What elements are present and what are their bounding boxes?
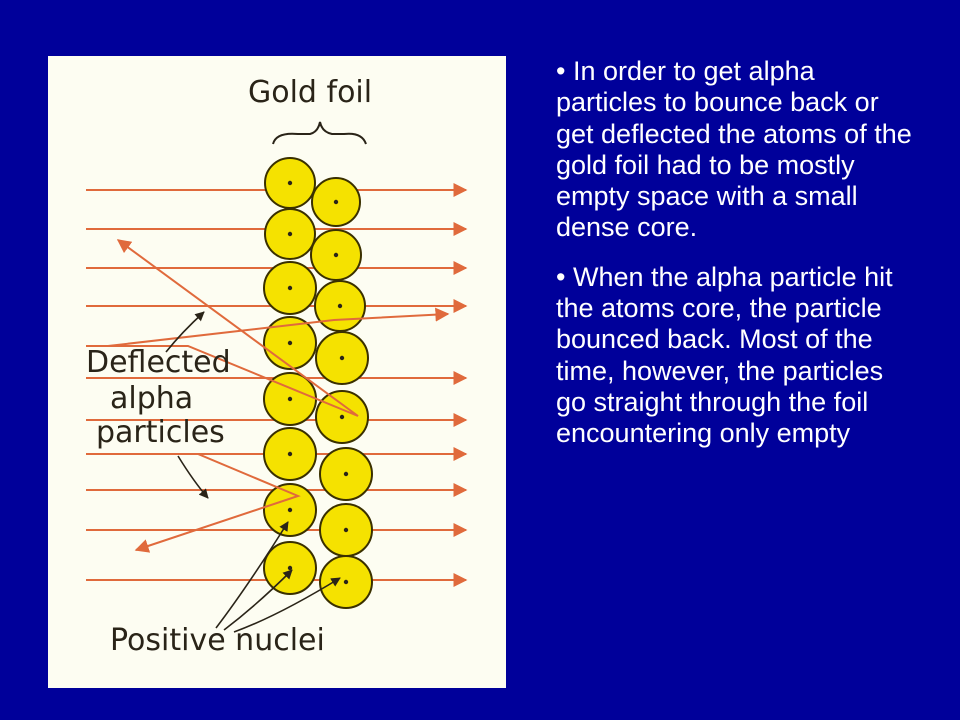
nucleus <box>287 285 293 291</box>
nucleus <box>287 565 293 571</box>
deflected-path-up <box>86 307 450 347</box>
nucleus <box>287 396 293 402</box>
nuclei-pointer <box>223 569 293 631</box>
nucleus <box>287 340 293 346</box>
nucleus <box>287 180 293 186</box>
nucleus <box>339 355 345 361</box>
nucleus <box>287 507 293 513</box>
gold-atoms <box>263 157 373 609</box>
deflected-path-back <box>86 239 359 417</box>
nucleus <box>343 471 349 477</box>
gold-foil-label: Gold foil <box>248 75 372 110</box>
paragraph-2: • When the alpha particle hit the atoms … <box>556 261 893 449</box>
explanation-text: • In order to get alpha particles to bou… <box>556 56 916 468</box>
paragraph-1: • In order to get alpha particles to bou… <box>556 56 912 243</box>
deflected-pointer-down <box>177 455 209 499</box>
nucleus <box>287 231 293 237</box>
deflected-label-line-3: particles <box>96 415 225 450</box>
nucleus <box>343 527 349 533</box>
nucleus <box>339 414 345 420</box>
nuclei-pointer <box>233 577 341 633</box>
nuclei-pointer <box>215 521 289 629</box>
deflected-path-down-left <box>86 453 301 553</box>
foil-brace <box>272 121 367 145</box>
nucleus <box>343 579 349 585</box>
gold-foil-diagram: Gold foil Deflected alpha particles Posi… <box>48 56 506 688</box>
deflected-particle-paths <box>86 239 450 553</box>
nucleus <box>333 199 339 205</box>
deflected-label-line-2: alpha <box>110 381 193 416</box>
nuclei <box>287 180 349 585</box>
nucleus <box>287 451 293 457</box>
nucleus <box>337 303 343 309</box>
positive-nuclei-label: Positive nuclei <box>110 623 325 658</box>
nucleus <box>333 252 339 258</box>
label-pointers <box>165 311 341 633</box>
deflected-pointer-up <box>165 311 205 353</box>
deflected-label-line-1: Deflected <box>86 345 231 380</box>
